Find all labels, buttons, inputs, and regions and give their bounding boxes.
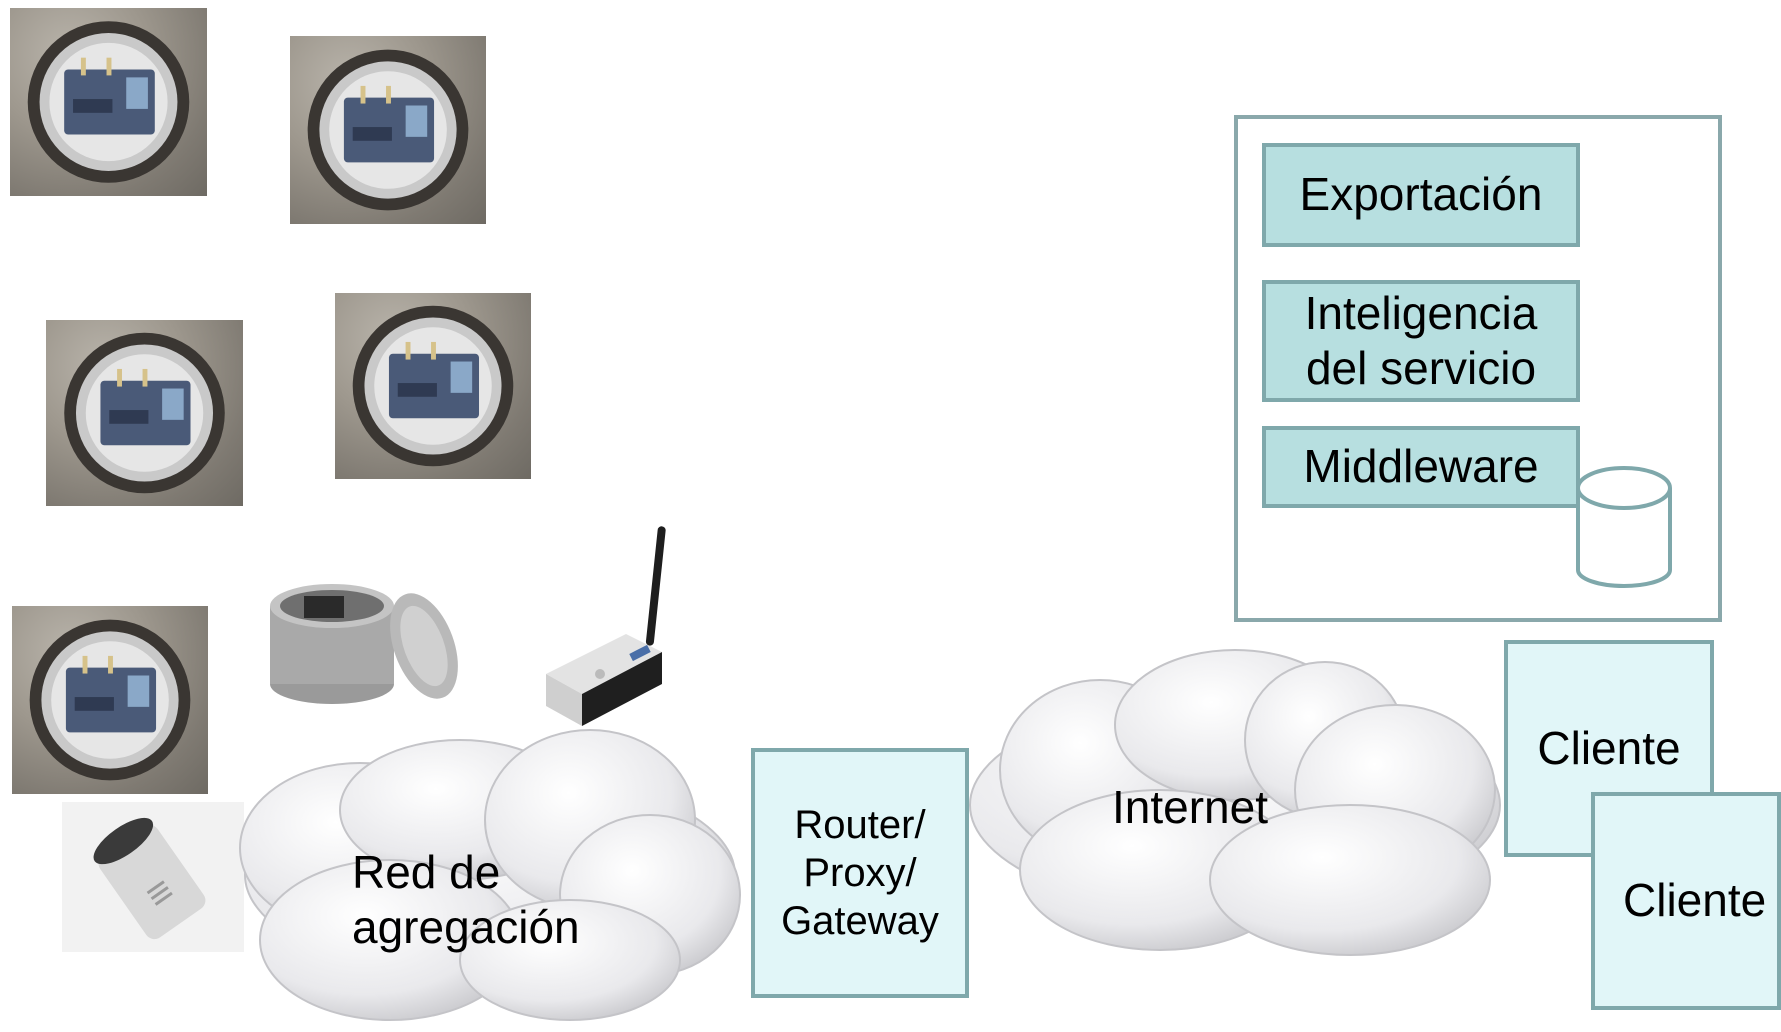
sensor-enclosure-photo — [262, 566, 462, 711]
aggregation-cloud-label: Red de agregación — [352, 846, 580, 954]
client-label: Cliente — [1537, 721, 1681, 774]
layer-inteligencia-label: Inteligencia del servicio — [1304, 286, 1538, 394]
wireless-gateway-device-photo — [540, 524, 670, 729]
internet-cloud — [969, 649, 1501, 956]
sensor-node-photo — [10, 8, 207, 196]
layer-middleware: Middleware — [1262, 426, 1580, 508]
router-proxy-gateway-box: Router/ Proxy/ Gateway — [751, 748, 969, 998]
layer-inteligencia: Inteligencia del servicio — [1262, 280, 1580, 402]
sensor-node-photo — [290, 36, 486, 224]
sensor-node-photo — [12, 606, 208, 794]
layer-exportacion-label: Exportación — [1299, 168, 1543, 221]
layer-middleware-label: Middleware — [1303, 440, 1539, 493]
layer-exportacion: Exportación — [1262, 143, 1580, 247]
sensor-node-photo — [46, 320, 243, 506]
gateway-label: Router/ Proxy/ Gateway — [781, 803, 939, 943]
client-label: Cliente — [1623, 874, 1767, 927]
client-box: Cliente — [1591, 792, 1781, 1010]
database-icon — [1576, 466, 1672, 588]
cylindrical-sensor-photo — [62, 802, 244, 952]
internet-cloud-label: Internet — [1112, 781, 1268, 833]
aggregation-cloud — [239, 729, 741, 1021]
sensor-node-photo — [335, 293, 531, 479]
